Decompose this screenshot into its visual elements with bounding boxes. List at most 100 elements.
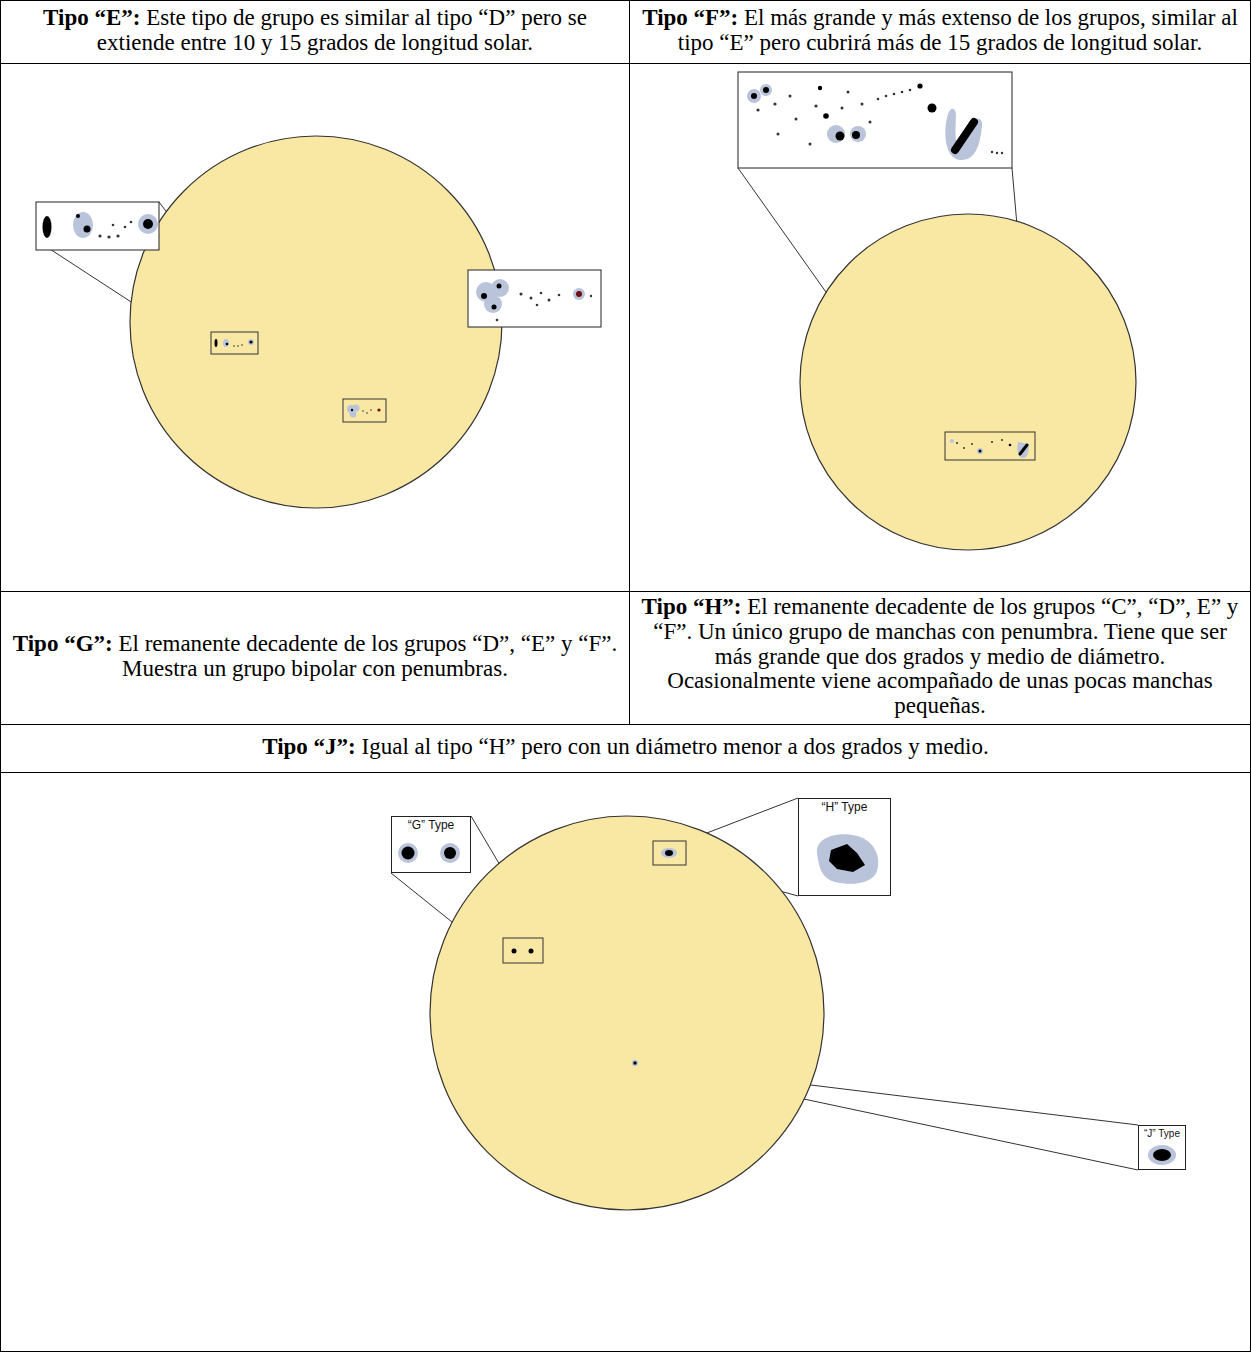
type-heading: Tipo “G”: — [13, 631, 113, 656]
type-heading: Tipo “J”: — [262, 734, 356, 759]
locator-box — [211, 332, 386, 422]
sun-illustration — [1, 773, 1251, 1352]
illustration-cell: “G” Type“H” Type“J” Type — [1, 773, 1251, 1352]
locator-box — [503, 938, 543, 963]
sunspot-group — [124, 226, 127, 229]
locator-box — [370, 409, 372, 411]
type-heading: Tipo “E”: — [43, 5, 140, 30]
sun-disk — [130, 136, 502, 508]
text-wrapper: Tipo “G”:El remanente decadente de los g… — [9, 632, 621, 682]
inset-label-box: “J” Type — [1138, 1125, 1186, 1170]
illustration-cell — [630, 64, 1251, 592]
sunspot-group — [955, 122, 974, 150]
sunspot-group — [817, 834, 878, 884]
sunspot-group — [773, 102, 776, 105]
inset-box — [391, 798, 1186, 1170]
locator-box — [377, 408, 380, 411]
sunspot-group — [877, 98, 880, 101]
inset-label: “J” Type — [1144, 1128, 1180, 1140]
text-wrapper: Tipo “J”:Igual al tipo “H” pero con un d… — [9, 735, 1242, 760]
locator-box — [665, 850, 673, 856]
sunspot-group — [809, 143, 812, 146]
type-text: Este tipo de grupo es similar al tipo “D… — [97, 5, 587, 55]
sunspot-group — [818, 86, 822, 90]
locator-box — [362, 410, 364, 412]
locator-box — [1001, 439, 1003, 441]
sunspot-group — [484, 295, 502, 313]
sunspot-group — [116, 234, 119, 237]
type-description-cell: Tipo “H”:El remanente decadente de los g… — [630, 592, 1250, 724]
sunspot-group — [1153, 1149, 1171, 1161]
locator-box — [529, 949, 534, 954]
locator-box — [945, 432, 1035, 460]
locator-box — [945, 432, 1035, 460]
table-cell: Tipo “H”:El remanente decadente de los g… — [630, 592, 1251, 725]
locator-box — [351, 409, 353, 411]
sunspot-group — [548, 299, 551, 302]
sunspot-group — [747, 83, 1003, 160]
sunspot-group — [901, 91, 904, 94]
sunspot-group — [398, 834, 1176, 1165]
sunspot-group — [112, 224, 115, 227]
locator-box — [366, 412, 368, 414]
type-description-cell: Tipo “J”:Igual al tipo “H” pero con un d… — [1, 725, 1250, 772]
locator-box — [503, 841, 686, 1066]
sunspot-group — [491, 279, 509, 297]
inset-box — [36, 202, 159, 250]
locator-box — [956, 442, 958, 444]
sunspot-group — [1148, 1145, 1176, 1165]
sunspot-group — [107, 235, 110, 238]
sunspot-group — [590, 295, 592, 297]
locator-box — [215, 339, 218, 347]
sunspot-group — [945, 109, 982, 160]
sunspot-group — [76, 214, 80, 218]
sunspot-group — [440, 843, 460, 863]
sunspot-group — [540, 292, 543, 295]
type-heading: Tipo “H”: — [642, 594, 742, 619]
locator-box — [991, 441, 993, 443]
sunspot-group — [827, 125, 845, 143]
locator-box — [1020, 445, 1027, 454]
sun-illustration — [630, 64, 1251, 592]
sunspot-group — [573, 288, 585, 300]
locator-box — [249, 340, 252, 343]
sunspot-group — [814, 104, 817, 107]
sunspot-group — [398, 843, 418, 863]
sunspot-group — [496, 319, 499, 322]
sunspot-group — [789, 95, 792, 98]
type-heading: Tipo “F”: — [642, 5, 738, 30]
locator-box — [971, 443, 973, 445]
locator-box — [223, 339, 229, 347]
sun-disk — [430, 816, 824, 1210]
locator-box — [233, 345, 235, 347]
locator-box — [241, 344, 243, 346]
sunspot-group — [885, 95, 888, 98]
inset-box — [468, 270, 601, 327]
sunspot-group — [530, 297, 533, 300]
locator-box — [350, 411, 357, 418]
inset-box — [738, 72, 1012, 168]
sunspot-group — [84, 226, 91, 233]
sunspot-group — [991, 151, 993, 153]
sunspot-group — [756, 108, 759, 111]
sunspot-group — [143, 219, 153, 229]
sunspot-group — [98, 234, 101, 237]
type-description-cell: Tipo “F”:El más grande y más extenso de … — [630, 1, 1250, 63]
sunspot-group — [836, 132, 845, 141]
table-cell: Tipo “G”:El remanente decadente de los g… — [1, 592, 630, 725]
table-cell: Tipo “J”:Igual al tipo “H” pero con un d… — [1, 725, 1251, 773]
type-text: Igual al tipo “H” pero con un diámetro m… — [362, 734, 989, 759]
locator-box — [963, 447, 965, 449]
sunspot-group — [481, 293, 487, 299]
sunspot-group — [841, 107, 844, 110]
inset-label: “H” Type — [822, 801, 868, 815]
sunspot-group — [777, 133, 780, 136]
locator-box — [512, 949, 517, 954]
sunspot-group — [751, 93, 757, 99]
illustration-cell — [1, 64, 630, 592]
sunspot-group — [928, 104, 937, 113]
sunspot-group — [73, 212, 93, 238]
locator-box — [632, 1060, 638, 1066]
sunspot-group — [829, 844, 865, 872]
sunspot-group — [558, 294, 561, 297]
